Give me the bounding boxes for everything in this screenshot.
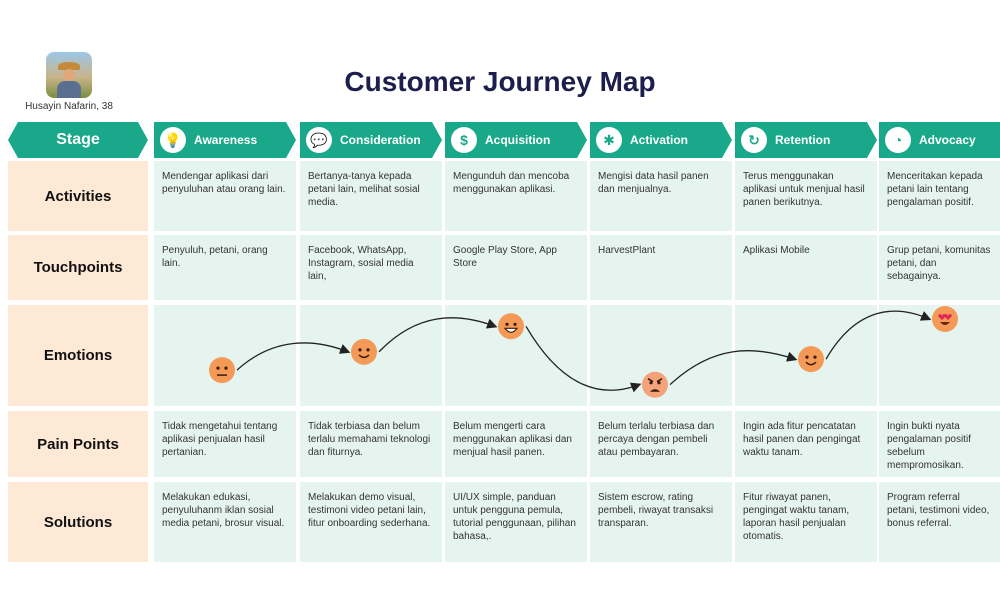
cell-solutions: Sistem escrow, rating pembeli, riwayat t… (590, 482, 732, 562)
cell-activities: Menceritakan kepada petani lain tentang … (879, 161, 1000, 231)
cell-touchpoints: Penyuluh, petani, orang lain. (154, 235, 296, 300)
persona: Husayin Nafarin, 38 (14, 52, 124, 112)
cell-pain-points: Belum mengerti cara menggunakan aplikasi… (445, 411, 587, 477)
stage-label: Advocacy (919, 133, 976, 147)
network-icon: ✱ (596, 127, 622, 153)
row-label-solutions: Solutions (8, 482, 148, 562)
persona-name: Husayin Nafarin, 38 (25, 101, 113, 112)
cell-solutions: UI/UX simple, panduan untuk pengguna pem… (445, 482, 587, 562)
cell-pain-points: Ingin bukti nyata pengalaman positif seb… (879, 411, 1000, 477)
cell-activities: Mengisi data hasil panen dan menjualnya. (590, 161, 732, 231)
chart-icon: ◔ (885, 127, 911, 153)
stage-row: Stage 💡 Awareness 💬 Consideration $ Acquisiti… (0, 122, 1000, 158)
stage-label: Acquisition (485, 133, 551, 147)
cell-emotions (154, 305, 296, 406)
cell-pain-points: Ingin ada fitur pencatatan hasil panen d… (735, 411, 877, 477)
cell-touchpoints: HarvestPlant (590, 235, 732, 300)
cell-pain-points: Tidak terbiasa dan belum terlalu memaham… (300, 411, 442, 477)
cell-touchpoints: Aplikasi Mobile (735, 235, 877, 300)
cell-emotions (590, 305, 732, 406)
cell-touchpoints: Google Play Store, App Store (445, 235, 587, 300)
user-refresh-icon: ↻ (741, 127, 767, 153)
row-label-emotions: Emotions (8, 305, 148, 406)
page-title: Customer Journey Map (344, 66, 656, 97)
cell-solutions: Program referral petani, testimoni video… (879, 482, 1000, 562)
cell-activities: Bertanya-tanya kepada petani lain, melih… (300, 161, 442, 231)
row-label-touchpoints: Touchpoints (8, 235, 148, 300)
stage-label: Awareness (194, 133, 258, 147)
stage-header: Stage (8, 122, 148, 158)
row-label-activities: Activities (8, 161, 148, 231)
cell-touchpoints: Grup petani, komunitas petani, dan sebag… (879, 235, 1000, 300)
cell-emotions (879, 305, 1000, 406)
stage-awareness: 💡 Awareness (154, 122, 296, 158)
cell-activities: Mendengar aplikasi dari penyuluhan atau … (154, 161, 296, 231)
cell-activities: Mengunduh dan mencoba menggunakan aplika… (445, 161, 587, 231)
cell-activities: Terus menggunakan aplikasi untuk menjual… (735, 161, 877, 231)
cell-emotions (735, 305, 877, 406)
cell-solutions: Melakukan edukasi, penyuluhanm iklan sos… (154, 482, 296, 562)
coin-icon: $ (451, 127, 477, 153)
stage-label: Consideration (340, 133, 421, 147)
lightbulb-icon: 💡 (160, 127, 186, 153)
stage-advocacy: ◔ Advocacy (879, 122, 1000, 158)
row-label-pain-points: Pain Points (8, 411, 148, 477)
avatar (46, 52, 92, 98)
stage-acquisition: $ Acquisition (445, 122, 587, 158)
chat-icon: 💬 (306, 127, 332, 153)
stage-activation: ✱ Activation (590, 122, 732, 158)
stage-retention: ↻ Retention (735, 122, 877, 158)
stage-label: Retention (775, 133, 831, 147)
cell-solutions: Melakukan demo visual, testimoni video p… (300, 482, 442, 562)
cell-solutions: Fitur riwayat panen, pengingat waktu tan… (735, 482, 877, 562)
cell-pain-points: Tidak mengetahui tentang aplikasi penjua… (154, 411, 296, 477)
stage-consideration: 💬 Consideration (300, 122, 442, 158)
cell-emotions (300, 305, 442, 406)
cell-pain-points: Belum terlalu terbiasa dan percaya denga… (590, 411, 732, 477)
cell-touchpoints: Facebook, WhatsApp, Instagram, sosial me… (300, 235, 442, 300)
cell-emotions (445, 305, 587, 406)
stage-label: Activation (630, 133, 689, 147)
